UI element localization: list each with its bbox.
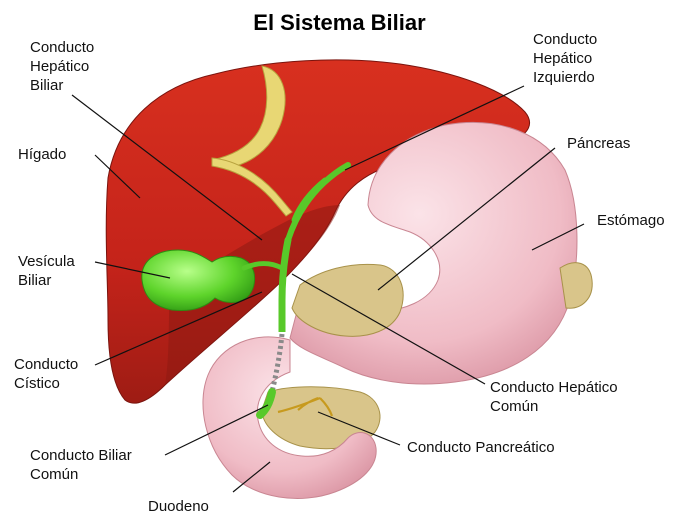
label-conducto-hepatico-biliar: Conducto Hepático Biliar: [30, 38, 94, 95]
label-conducto-hepatico-comun: Conducto Hepático Común: [490, 378, 618, 416]
label-pancreas: Páncreas: [567, 134, 630, 153]
label-vesicula-biliar: Vesícula Biliar: [18, 252, 75, 290]
pancreas-shape: [292, 264, 403, 336]
label-conducto-biliar-comun: Conducto Biliar Común: [30, 446, 132, 484]
label-conducto-hepatico-izquierdo: Conducto Hepático Izquierdo: [533, 30, 597, 87]
label-conducto-cistico: Conducto Cístico: [14, 355, 78, 393]
label-duodeno: Duodeno: [148, 497, 209, 516]
label-higado: Hígado: [18, 145, 66, 164]
stomach-fundus-tip: [560, 263, 592, 309]
label-estomago: Estómago: [597, 211, 665, 230]
label-conducto-pancreatico: Conducto Pancreático: [407, 438, 555, 457]
gallbladder-shape: [142, 250, 255, 311]
